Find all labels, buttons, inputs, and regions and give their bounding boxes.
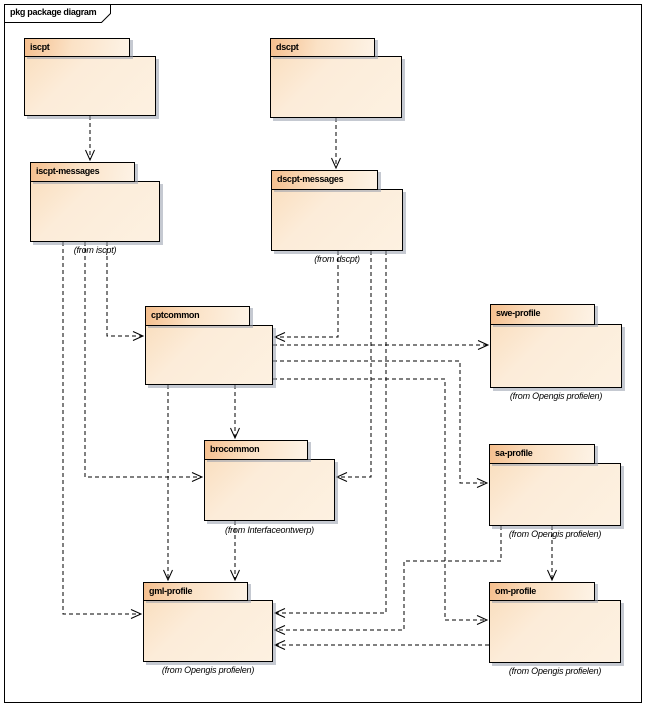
package-tab[interactable]: swe-profile	[490, 304, 595, 325]
package-name: iscpt-messages	[36, 166, 100, 176]
package-name: swe-profile	[496, 308, 541, 318]
package-tab[interactable]: dscpt-messages	[271, 170, 378, 190]
dependency-iscpt-messages-to-cptcommon[interactable]	[106, 242, 145, 341]
package-from-label: (from Opengis profielen)	[508, 666, 602, 676]
dependency-dscpt-messages-to-cptcommon[interactable]	[273, 251, 339, 342]
dependency-cptcommon-to-om-profile[interactable]	[273, 378, 489, 625]
package-body[interactable]	[143, 600, 273, 662]
frame-border	[4, 4, 642, 703]
package-name: om-profile	[495, 586, 536, 596]
package-body[interactable]	[30, 181, 160, 242]
frame-title: pkg package diagram	[10, 7, 97, 17]
dependency-dscpt-messages-to-gml-profile[interactable]	[273, 251, 387, 618]
package-body[interactable]	[489, 600, 621, 663]
package-name: dscpt-messages	[277, 174, 344, 184]
package-body[interactable]	[490, 324, 622, 388]
package-tab[interactable]: iscpt-messages	[30, 162, 135, 182]
package-tab[interactable]: brocommon	[204, 440, 308, 460]
dependency-iscpt-messages-to-gml-profile[interactable]	[62, 242, 143, 619]
package-from-label: (from Opengis profielen)	[161, 665, 255, 675]
package-from-label: (from iscpt)	[73, 245, 117, 255]
package-body[interactable]	[204, 459, 335, 521]
package-body[interactable]	[270, 56, 402, 118]
package-name: dscpt	[276, 42, 299, 52]
package-tab[interactable]: gml-profile	[143, 582, 248, 601]
package-tab[interactable]: sa-profile	[489, 444, 595, 464]
package-name: iscpt	[30, 42, 50, 52]
package-tab[interactable]: dscpt	[270, 38, 375, 57]
package-name: gml-profile	[149, 586, 193, 596]
frame-title-pentagon	[4, 4, 111, 23]
package-body[interactable]	[24, 56, 156, 116]
dependency-sa-profile-to-gml-profile[interactable]	[273, 526, 502, 635]
package-body[interactable]	[271, 189, 403, 251]
package-name: sa-profile	[495, 448, 533, 458]
package-from-label: (from Opengis profielen)	[509, 391, 603, 401]
package-from-label: (from Interfaceontwerp)	[225, 525, 314, 535]
package-tab[interactable]: iscpt	[24, 38, 130, 57]
dependency-dscpt-messages-to-brocommon[interactable]	[335, 251, 372, 482]
package-name: brocommon	[210, 444, 260, 454]
package-tab[interactable]: cptcommon	[145, 306, 250, 326]
package-from-label: (from Opengis profielen)	[508, 529, 602, 539]
package-tab[interactable]: om-profile	[489, 582, 595, 601]
package-body[interactable]	[145, 325, 273, 385]
package-name: cptcommon	[151, 310, 200, 320]
dependency-cptcommon-to-sa-profile[interactable]	[273, 360, 489, 488]
package-from-label: (from dscpt)	[314, 254, 360, 264]
dependency-iscpt-messages-to-brocommon[interactable]	[84, 242, 204, 482]
package-body[interactable]	[489, 463, 621, 526]
